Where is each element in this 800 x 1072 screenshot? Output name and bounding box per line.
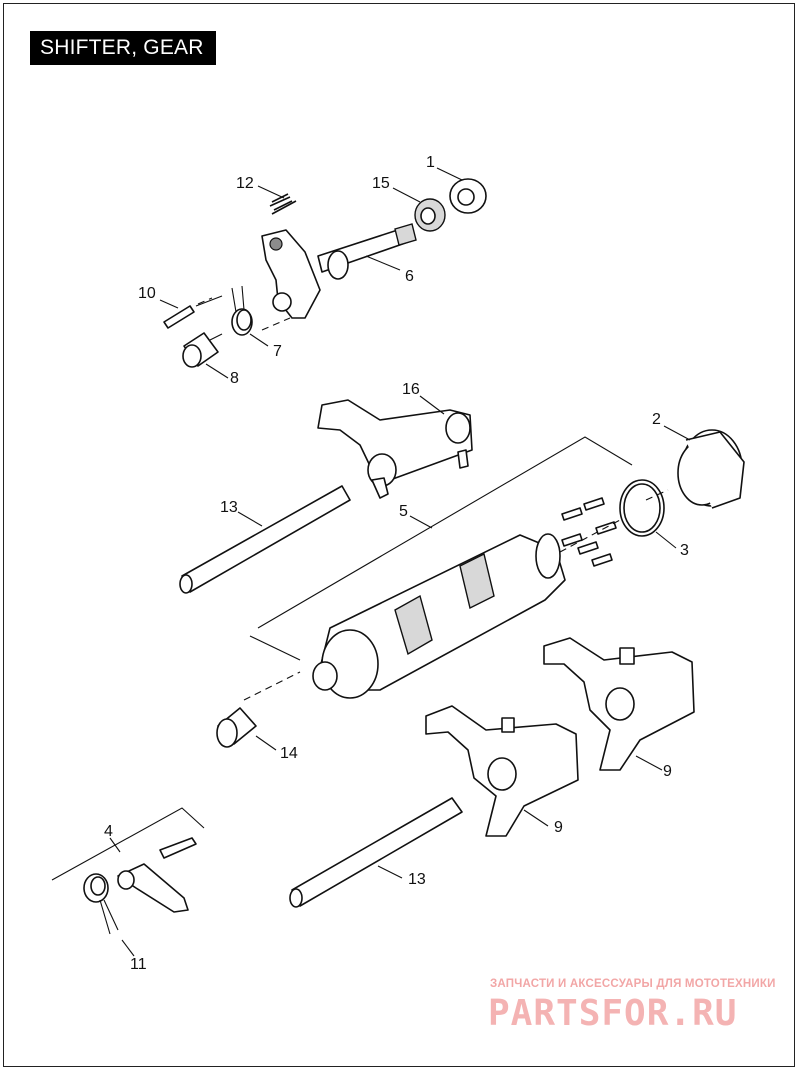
callout-3: 3 [680, 542, 689, 559]
part-12-spring [269, 193, 297, 215]
group-bracket-5 [257, 436, 633, 629]
leader-line [255, 735, 277, 751]
watermark-subtitle: ЗАПЧАСТИ И АКСЕССУАРЫ ДЛЯ МОТОТЕХНИКИ [490, 978, 776, 990]
callout-12: 12 [236, 175, 254, 192]
part-13-fork-shaft-lower [289, 797, 463, 908]
assembly-line [261, 317, 291, 331]
part-7-torsion-spring [231, 285, 253, 336]
leader-line [159, 299, 179, 309]
part-14-bushing [216, 707, 257, 748]
part-5-shift-drum [312, 533, 566, 699]
part-11-spring [83, 873, 119, 935]
part-13-fork-shaft-upper [179, 485, 351, 594]
watermark-logo: PARTSFOR.RU [488, 993, 738, 1034]
group-bracket-4 [51, 807, 205, 881]
leader-line [663, 425, 691, 441]
part-3-ring [619, 479, 665, 537]
leader-line [195, 295, 223, 307]
leader-line [205, 363, 229, 379]
assembly-line [243, 671, 301, 701]
callout-13-lower: 13 [408, 871, 426, 888]
leader-line [209, 333, 223, 341]
leader-line [523, 809, 549, 827]
callout-6: 6 [405, 268, 414, 285]
callout-15: 15 [372, 175, 390, 192]
leader-line [249, 333, 269, 347]
callout-11: 11 [130, 956, 147, 973]
callout-7: 7 [273, 343, 282, 360]
part-8-bushing [182, 332, 219, 368]
leader-line [237, 511, 263, 527]
leader-line [436, 167, 463, 181]
drum-pins [561, 497, 617, 567]
leader-line [409, 515, 433, 529]
leader-line [109, 837, 121, 853]
assembly-line [197, 297, 213, 305]
leader-line [121, 939, 135, 957]
callout-14: 14 [280, 745, 298, 762]
assembly-line [645, 489, 669, 501]
part-9-shift-fork-right [543, 637, 695, 771]
part-6-shifter-shaft [261, 223, 417, 319]
callout-13-upper: 13 [220, 499, 238, 516]
leader-line [635, 755, 663, 771]
callout-4: 4 [104, 823, 113, 840]
callout-9-left: 9 [554, 819, 563, 836]
leader-line [377, 865, 403, 879]
callout-1: 1 [426, 154, 435, 171]
group-bracket-5 [249, 635, 301, 661]
part-15-bearing [414, 198, 446, 232]
callout-2: 2 [652, 411, 661, 428]
leader-line [419, 395, 445, 415]
callout-10: 10 [138, 285, 156, 302]
part-9-shift-fork-left [425, 705, 579, 837]
part-2-race [677, 429, 745, 509]
leader-line [655, 531, 677, 549]
diagram-frame [3, 3, 795, 1067]
leader-line [257, 185, 285, 199]
part-10-pin [163, 305, 195, 329]
part-16-shift-fork [317, 399, 473, 499]
part-4-shifter-lever [117, 837, 197, 913]
callout-16: 16 [402, 381, 420, 398]
callout-5: 5 [399, 503, 408, 520]
leader-line [392, 187, 421, 203]
part-1-bearing [449, 178, 487, 214]
diagram-title: SHIFTER, GEAR [30, 31, 216, 65]
leader-line [365, 255, 401, 271]
callout-8: 8 [230, 370, 239, 387]
callout-9-right: 9 [663, 763, 672, 780]
